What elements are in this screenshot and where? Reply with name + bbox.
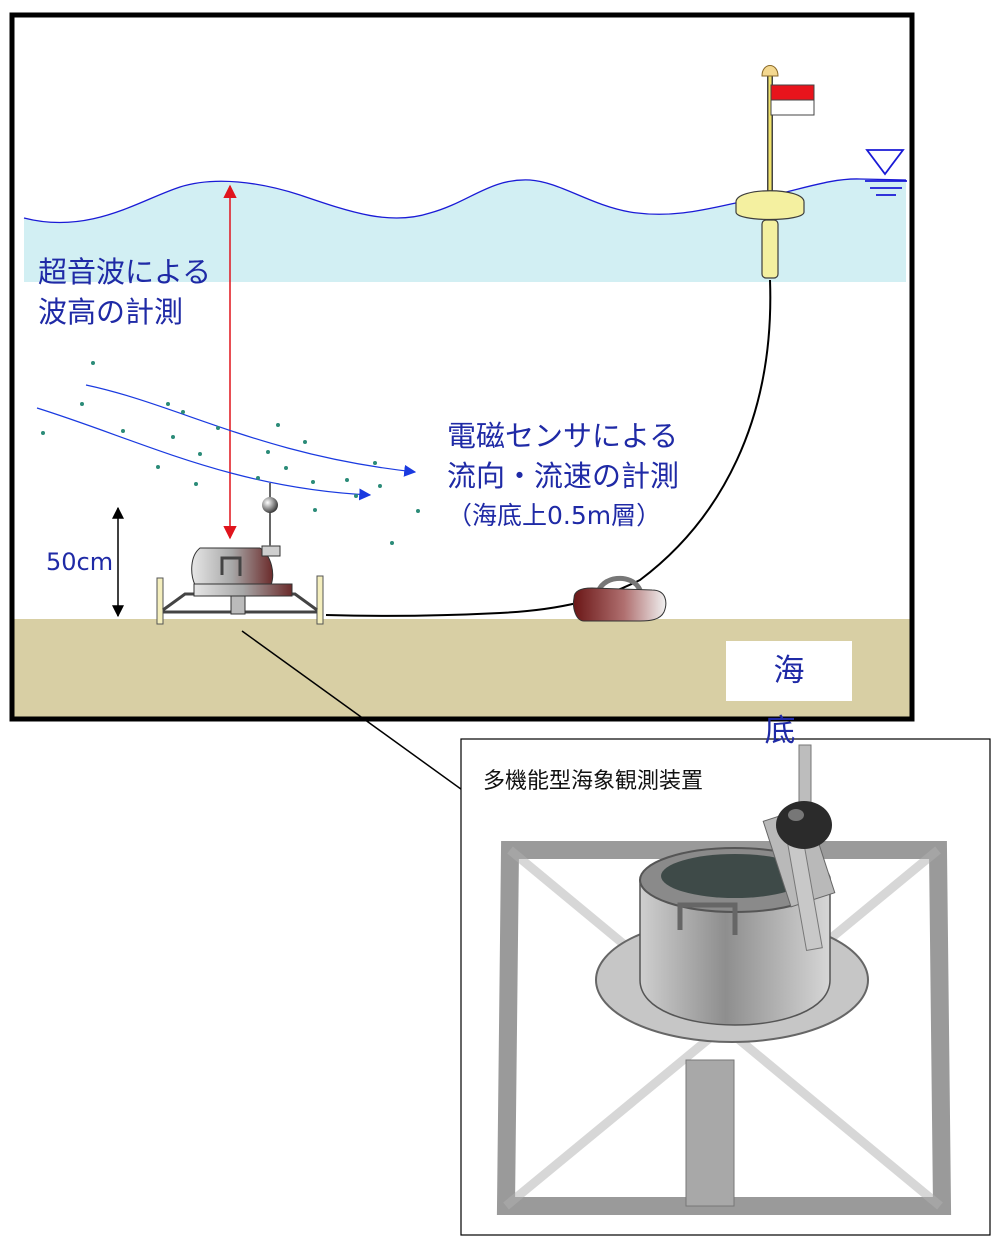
flow-arrow-upper	[85, 384, 417, 477]
current-label-line-1: 電磁センサによる	[447, 419, 679, 453]
height-label: 50cm	[46, 548, 114, 576]
buoy	[735, 65, 815, 279]
wave-label-line-2: 波高の計測	[38, 295, 184, 329]
wave-label-line-1: 超音波による	[38, 255, 212, 289]
particles	[41, 361, 420, 545]
current-measurement-label: 電磁センサによる 流向・流速の計測 （海底上0.5m層）	[447, 416, 679, 536]
flow-arrow-lower	[36, 407, 372, 501]
device-photo	[496, 744, 952, 1215]
sensor-sphere	[262, 497, 278, 513]
current-label-line-3: （海底上0.5m層）	[447, 501, 662, 530]
photo-panel	[460, 738, 991, 1236]
anchor-weight	[573, 575, 667, 622]
water-level-symbol	[865, 149, 907, 196]
photo-caption: 多機能型海象観測装置	[483, 769, 704, 794]
current-label-line-2: 流向・流速の計測	[447, 459, 680, 493]
flag	[770, 84, 815, 101]
sea-surface	[24, 178, 906, 282]
seabed-instrument	[156, 483, 324, 625]
wave-measurement-label: 超音波による 波高の計測	[38, 252, 211, 332]
seabed-label: 海 底	[726, 641, 852, 749]
diagram-frame	[9, 12, 915, 722]
